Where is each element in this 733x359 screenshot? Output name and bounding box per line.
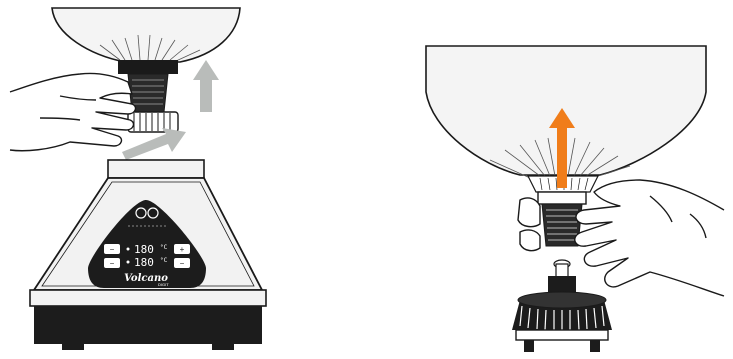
temp-up-button-left[interactable]: −	[104, 244, 120, 254]
lift-arrow-grey	[193, 60, 219, 112]
minus-icon: −	[110, 245, 115, 254]
brand-sub: DIGIT	[158, 282, 169, 287]
left-panel: − − + − 180 °C 180 °C Volcano DIGI	[10, 8, 266, 350]
plus-icon: +	[180, 245, 185, 254]
balloon-bag-left	[52, 8, 240, 62]
temp-down-button-right[interactable]: −	[174, 258, 190, 268]
vaporizer-device: − − + − 180 °C 180 °C Volcano DIGI	[30, 160, 266, 350]
hand-left-panel	[10, 73, 135, 150]
push-arrow-grey	[122, 128, 186, 160]
temp-set-value: 180	[134, 243, 154, 256]
right-panel	[426, 46, 724, 352]
filling-chamber-base	[512, 260, 612, 352]
minus-icon: −	[180, 259, 185, 268]
temp-actual-value: 180	[134, 256, 154, 269]
temp-actual-unit: °C	[160, 257, 168, 264]
minus-icon: −	[110, 259, 115, 268]
temp-up-button-right[interactable]: +	[174, 244, 190, 254]
temp-down-button-left[interactable]: −	[104, 258, 120, 268]
temp-set-unit: °C	[160, 244, 168, 251]
